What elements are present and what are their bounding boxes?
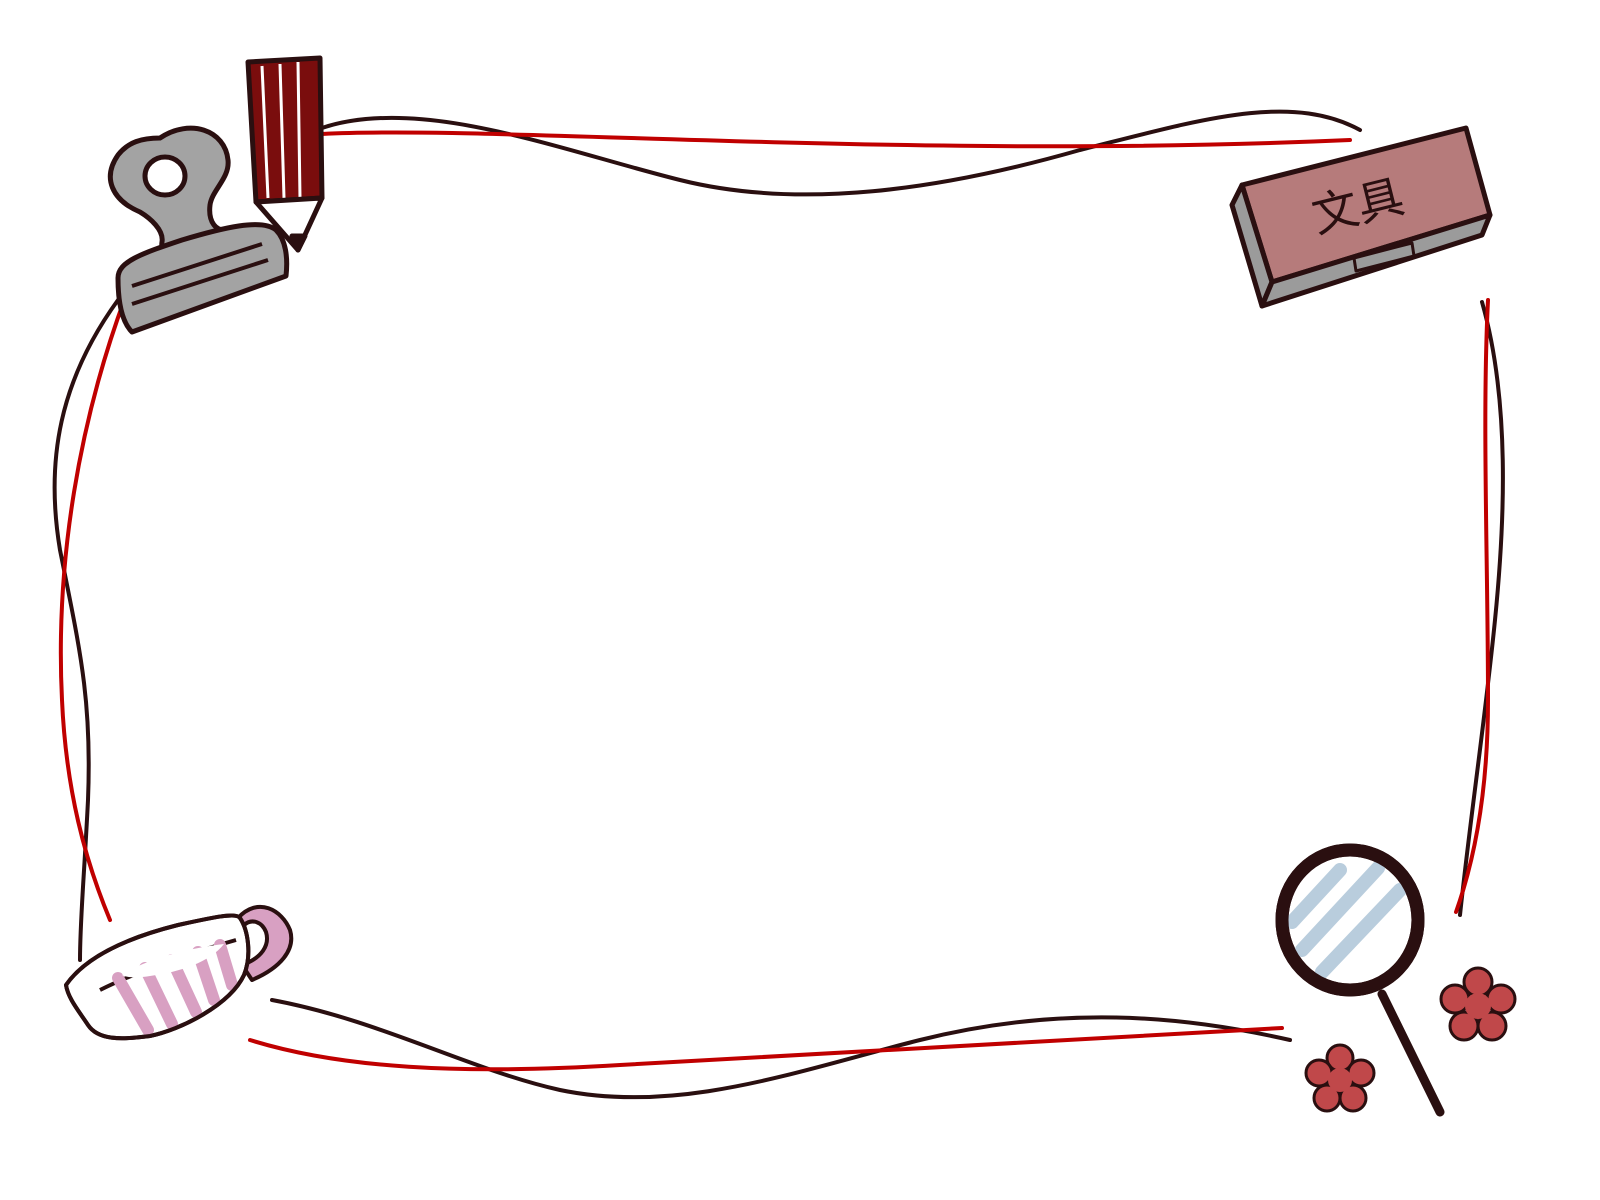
pencil-box-icon: 文具 xyxy=(1229,125,1493,309)
bottom-border-red-line xyxy=(248,1026,1284,1072)
bottom-border xyxy=(248,998,1292,1100)
left-border-red-line xyxy=(58,296,127,922)
magnifier-icon xyxy=(1275,843,1445,1117)
teacup-icon xyxy=(64,904,294,1041)
flower-icon xyxy=(1439,966,1517,1042)
top-border-red-line xyxy=(320,130,1352,149)
right-border-dark-line xyxy=(1458,300,1505,917)
right-border-red-line xyxy=(1454,298,1491,914)
left-border-dark-line xyxy=(52,298,120,962)
bottom-border-dark-line xyxy=(270,998,1292,1100)
right-border xyxy=(1454,298,1505,917)
top-border-dark-line xyxy=(320,109,1362,197)
flower-icon xyxy=(1304,1043,1376,1113)
left-border xyxy=(52,296,127,962)
pencil-icon xyxy=(245,55,325,253)
top-border xyxy=(320,109,1362,197)
binder-clip-icon xyxy=(107,125,290,335)
